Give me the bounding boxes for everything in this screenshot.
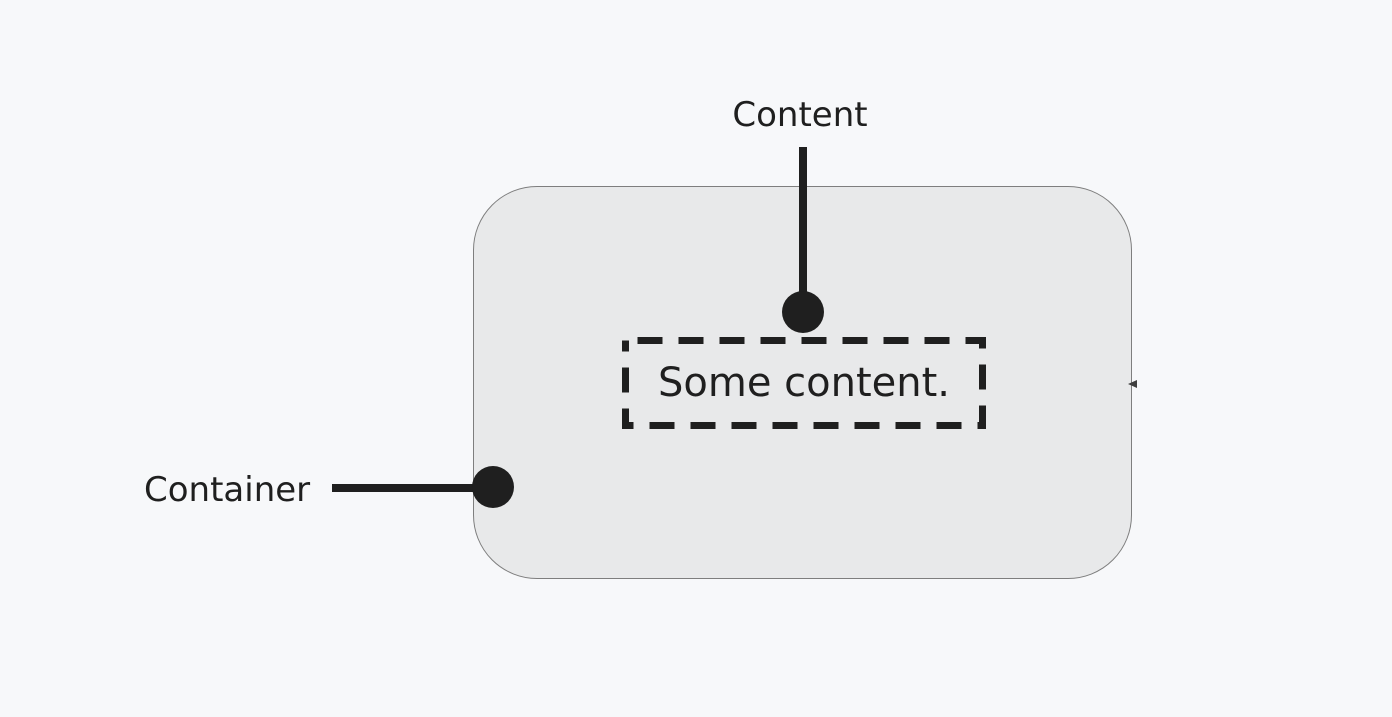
container-label: Container <box>144 470 311 510</box>
content-label: Content <box>732 95 868 135</box>
content-dashed-box: Some content. <box>622 337 986 429</box>
dashed-border <box>622 337 986 429</box>
content-connector-line <box>799 147 807 309</box>
container-connector-line <box>332 484 493 492</box>
dashed-border-rect <box>622 337 986 429</box>
right-edge-tick-icon <box>1128 380 1137 388</box>
container-connector-dot <box>472 466 514 508</box>
content-text: Some content. <box>657 360 950 406</box>
content-connector-dot <box>782 291 824 333</box>
